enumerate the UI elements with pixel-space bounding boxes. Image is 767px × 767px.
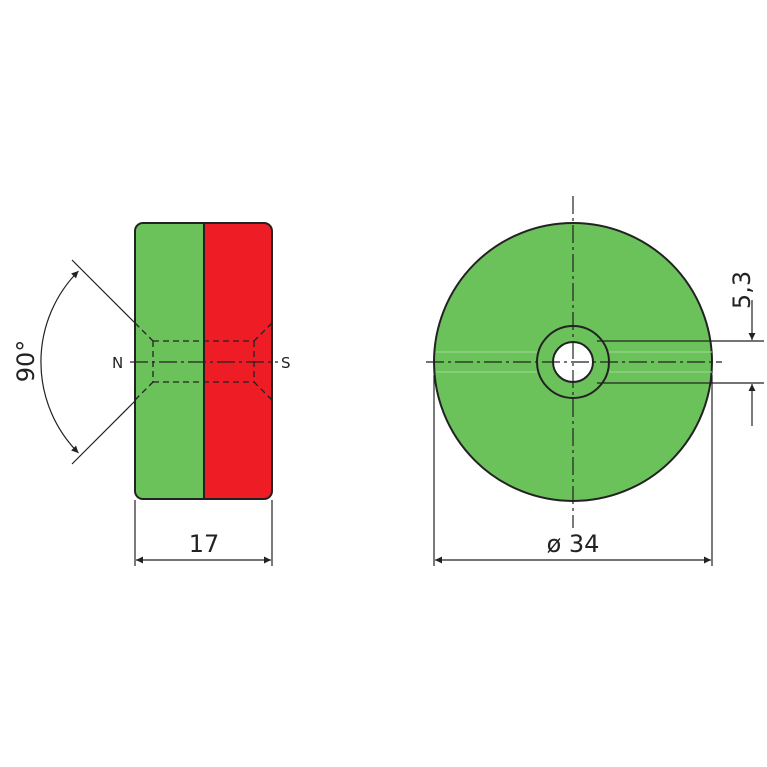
south-pole-label: S [281,354,291,372]
front-view: 5,3 ø 34 [426,196,764,566]
north-half [135,223,204,499]
width-dimension: 17 [134,500,273,566]
angle-label: 90° [12,340,40,383]
south-half [204,223,272,499]
hole-dimension: 5,3 [597,271,764,426]
width-label: 17 [189,530,220,558]
north-pole-label: N [112,354,123,372]
angle-dimension: 90° [12,259,136,465]
hole-label: 5,3 [728,271,756,309]
side-view: N S 90° 17 [12,222,291,566]
diameter-label: ø 34 [547,530,600,558]
diameter-dimension: ø 34 [433,375,713,566]
